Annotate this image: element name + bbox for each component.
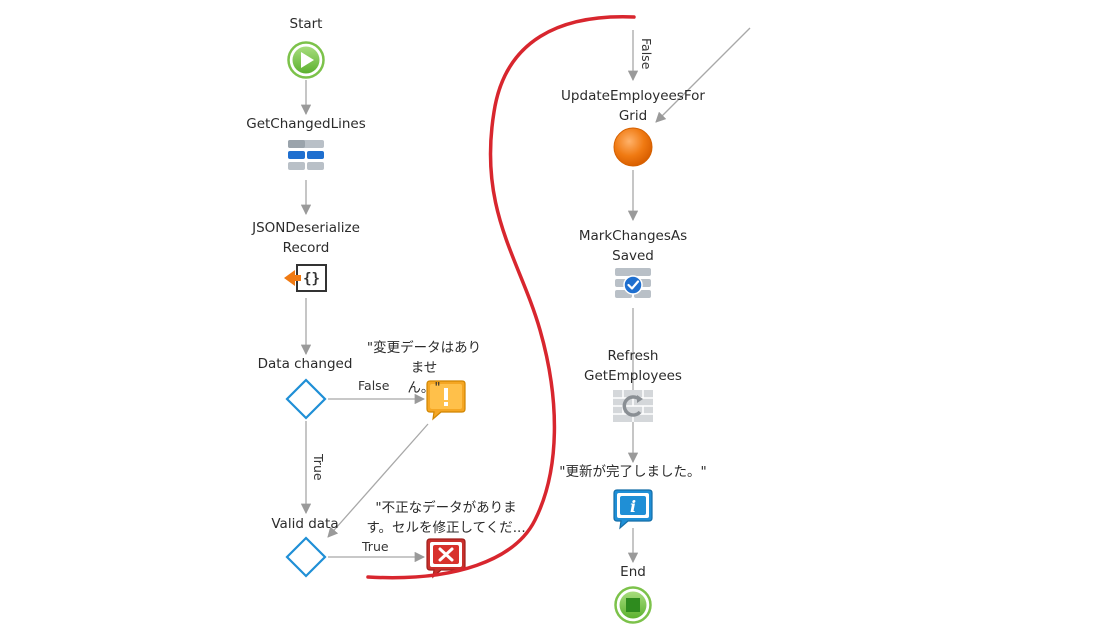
update-employees-label: UpdateEmployeesFor Grid (561, 88, 705, 124)
warning-message-icon[interactable] (426, 380, 466, 421)
info-message-icon[interactable]: i (613, 489, 653, 530)
info-message-text: "更新が完了しました。" (559, 464, 707, 480)
error-message-text: "不正なデータがありま す。セルを修正してくだ... (366, 500, 526, 536)
edge-label-true-vertical: True (311, 454, 326, 481)
decision-valid-data[interactable] (285, 536, 327, 578)
start-label: Start (289, 16, 323, 32)
svg-text:{}: {} (303, 271, 320, 287)
valid-data-label: Valid data (271, 516, 339, 532)
aggregate-check-icon[interactable] (615, 268, 651, 298)
decision-data-changed[interactable] (285, 378, 327, 420)
svg-text:i: i (630, 497, 636, 516)
error-message-icon[interactable] (426, 538, 466, 579)
edge-label-false-top: False (639, 38, 654, 70)
json-deserialize-icon[interactable]: {} (284, 264, 327, 292)
aggregate-table-icon[interactable] (288, 140, 324, 170)
get-changed-lines-label: GetChangedLines (246, 116, 366, 132)
data-changed-label: Data changed (257, 356, 353, 372)
server-action-circle-icon[interactable] (613, 127, 653, 167)
mark-changes-label: MarkChangesAs Saved (578, 228, 688, 264)
json-deserialize-label: JSONDeserialize Record (252, 220, 360, 256)
refresh-label: Refresh GetEmployees (584, 348, 682, 384)
diamond-decision-icon (285, 536, 327, 578)
diamond-decision-icon (285, 378, 327, 420)
end-label: End (620, 564, 646, 580)
right-connectors (627, 27, 751, 564)
end-node[interactable] (614, 586, 652, 624)
edge-label-false: False (358, 378, 390, 393)
red-annotation-stroke (366, 15, 636, 580)
left-connectors (300, 80, 429, 563)
start-node[interactable] (287, 41, 325, 79)
warning-message-text: "変更データはありませ ん。" (366, 340, 482, 396)
refresh-data-icon[interactable] (613, 390, 653, 422)
edge-label-true-horizontal: True (362, 539, 389, 554)
